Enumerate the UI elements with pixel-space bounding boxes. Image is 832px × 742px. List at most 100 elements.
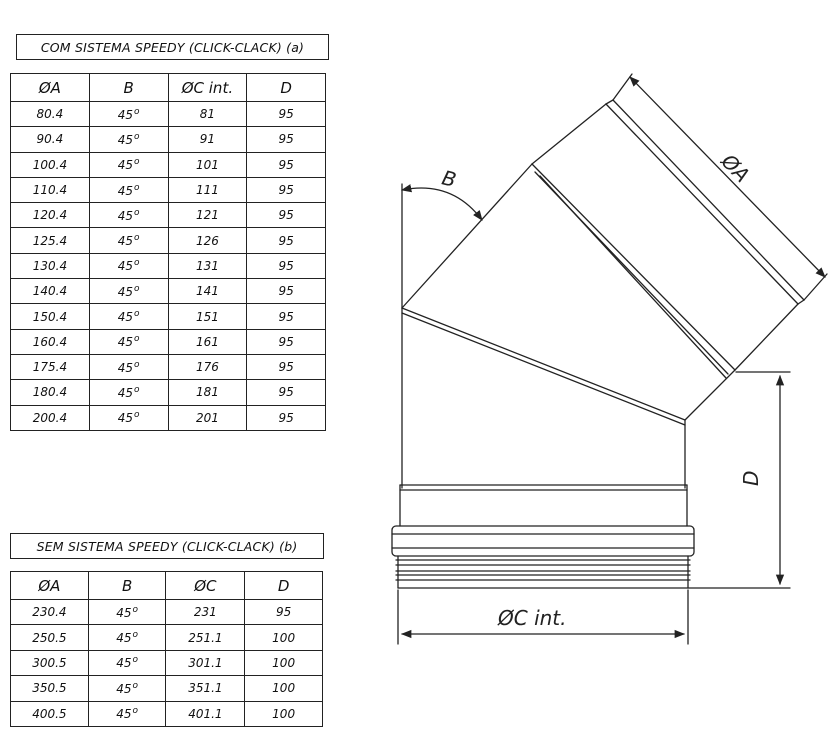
table-cell: 131 [167,252,248,280]
cell-value: 126 [195,233,219,248]
cell-value: 45 [117,132,134,147]
degree-symbol: o [134,157,140,168]
cell-value: 45 [117,411,134,426]
table-cell: 100 [244,675,323,702]
cell-value: 95 [275,605,292,620]
degree-symbol: o [134,334,140,345]
cell-value: 231 [193,605,217,620]
table-cell: 90.4 [10,126,90,153]
cell-value: 45 [117,360,134,375]
cell-value: 45 [117,158,134,173]
table-cell: 400.5 [10,700,89,727]
cell-value: 140.4 [32,284,68,299]
table-cell: 126 [167,227,248,254]
table-cell: 45o [88,227,169,254]
dimension-b [400,183,483,309]
table-cell: 45o [88,404,169,431]
degree-symbol: o [134,283,140,294]
label-a: ØA [716,148,754,187]
table-cell: 95 [246,227,326,254]
table-cell: 100 [244,624,323,651]
table-row: 90.4 45o 91 95 [10,126,326,153]
cell-value: 180.4 [32,385,68,400]
table-cell: 95 [246,202,326,229]
cell-value: 100 [272,630,296,645]
cell-value: 81 [199,107,216,122]
cell-value: 100 [272,706,296,721]
column-header: ØA [10,73,90,102]
cell-value: 175.4 [32,360,68,375]
cell-value: 95 [278,258,294,273]
cell-value: 95 [278,284,294,299]
table-a-header-row: ØA B ØC int. D [10,73,326,102]
table-row: 80.4 45o 81 95 [10,100,326,128]
cell-value: 95 [278,309,294,324]
degree-symbol: o [134,410,140,421]
table-cell: 120.4 [10,202,90,229]
table-cell: 95 [246,353,326,381]
cell-value: 160.4 [32,334,68,349]
table-cell: 200.4 [10,404,90,431]
table-cell: 300.5 [10,649,89,677]
cell-value: 45 [117,208,134,223]
degree-symbol: o [134,233,140,244]
table-cell: 125.4 [10,227,90,254]
cell-value: 130.4 [32,258,68,273]
degree-symbol: o [132,680,139,691]
cell-value: 201 [195,410,219,425]
degree-symbol: o [132,630,139,641]
upper-pipe-section [531,99,805,371]
middle-pipe-section [401,163,736,426]
cell-value: 110.4 [32,183,68,198]
table-cell: 111 [167,176,248,204]
cell-value: 250.5 [32,630,67,645]
table-cell: 250.5 [10,624,89,651]
table-cell: 100 [244,700,323,727]
cell-value: 95 [278,157,294,172]
cell-value: 100.4 [32,157,68,172]
cell-value: 100 [272,655,296,670]
cell-value: 141 [195,284,219,299]
degree-symbol: o [134,131,140,142]
table-cell: 95 [246,252,326,280]
table-cell: 251.1 [165,624,246,651]
cell-value: 95 [278,208,294,223]
table-a-title-text: COM SISTEMA SPEEDY (CLICK-CLACK) (a) [40,39,305,55]
table-b-header-row: ØA B ØC D [10,571,323,600]
cell-value: 401.1 [188,706,223,721]
column-header: D [244,571,323,600]
table-cell: 150.4 [10,303,90,330]
cell-value: 45 [117,335,134,350]
table-cell: 95 [246,176,326,204]
cell-value: 95 [278,107,294,122]
cell-value: 90.4 [36,132,64,147]
table-cell: 350.5 [10,675,89,702]
cell-value: 95 [278,385,294,400]
table-cell: 45o [88,100,169,128]
table-cell: 95 [246,303,326,330]
cell-value: 91 [199,132,216,147]
column-header: D [246,73,326,102]
cell-value: 120.4 [32,208,68,223]
table-cell: 95 [244,598,323,626]
table-cell: 141 [167,278,248,305]
table-cell: 95 [246,126,326,153]
cell-value: 95 [278,334,294,349]
table-cell: 121 [167,202,248,229]
table-cell: 231 [165,598,246,626]
table-cell: 401.1 [165,700,246,727]
cell-value: 95 [278,132,294,147]
label-b: B [440,165,459,192]
table-b-title: SEM SISTEMA SPEEDY (CLICK-CLACK) (b) [10,533,324,559]
table-cell: 45o [88,176,169,204]
cell-value: 80.4 [36,107,64,122]
table-cell: 181 [167,379,248,406]
cell-value: 350.5 [32,681,67,696]
